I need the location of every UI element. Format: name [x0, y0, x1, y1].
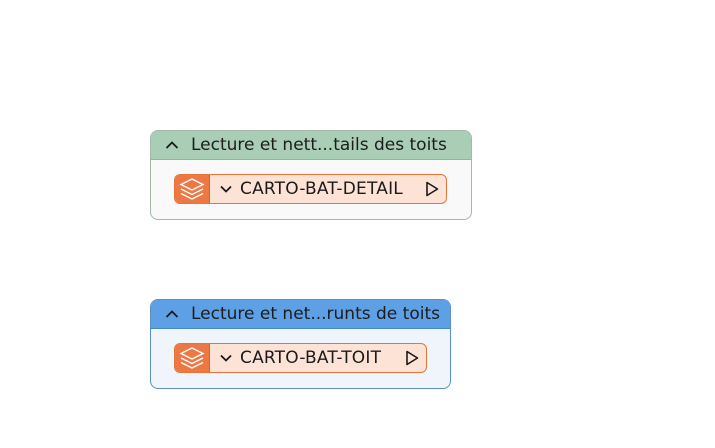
bookmark-body: CARTO-BAT-DETAIL: [151, 160, 471, 219]
bookmark-emprunts-toits[interactable]: Lecture et net...runts de toits CARTO-BA…: [150, 299, 451, 389]
transformer-name: CARTO-BAT-TOIT: [240, 348, 382, 368]
layers-icon: [175, 175, 210, 203]
layers-icon: [175, 344, 210, 372]
chevron-up-icon[interactable]: [163, 136, 181, 154]
play-icon[interactable]: [404, 350, 420, 366]
bookmark-title[interactable]: Lecture et nett...tails des toits: [191, 135, 447, 155]
bookmark-detail-toits[interactable]: Lecture et nett...tails des toits CARTO-…: [150, 130, 472, 220]
transformer-name: CARTO-BAT-DETAIL: [240, 179, 403, 199]
chevron-down-icon[interactable]: [218, 181, 234, 197]
chevron-up-icon[interactable]: [163, 305, 181, 323]
bookmark-body: CARTO-BAT-TOIT: [151, 329, 450, 388]
play-icon[interactable]: [424, 181, 440, 197]
custom-transformer[interactable]: CARTO-BAT-TOIT: [174, 343, 427, 373]
bookmark-title[interactable]: Lecture et net...runts de toits: [191, 304, 440, 324]
chevron-down-icon[interactable]: [218, 350, 234, 366]
custom-transformer[interactable]: CARTO-BAT-DETAIL: [174, 174, 447, 204]
bookmark-header[interactable]: Lecture et nett...tails des toits: [151, 131, 471, 160]
bookmark-header[interactable]: Lecture et net...runts de toits: [151, 300, 450, 329]
